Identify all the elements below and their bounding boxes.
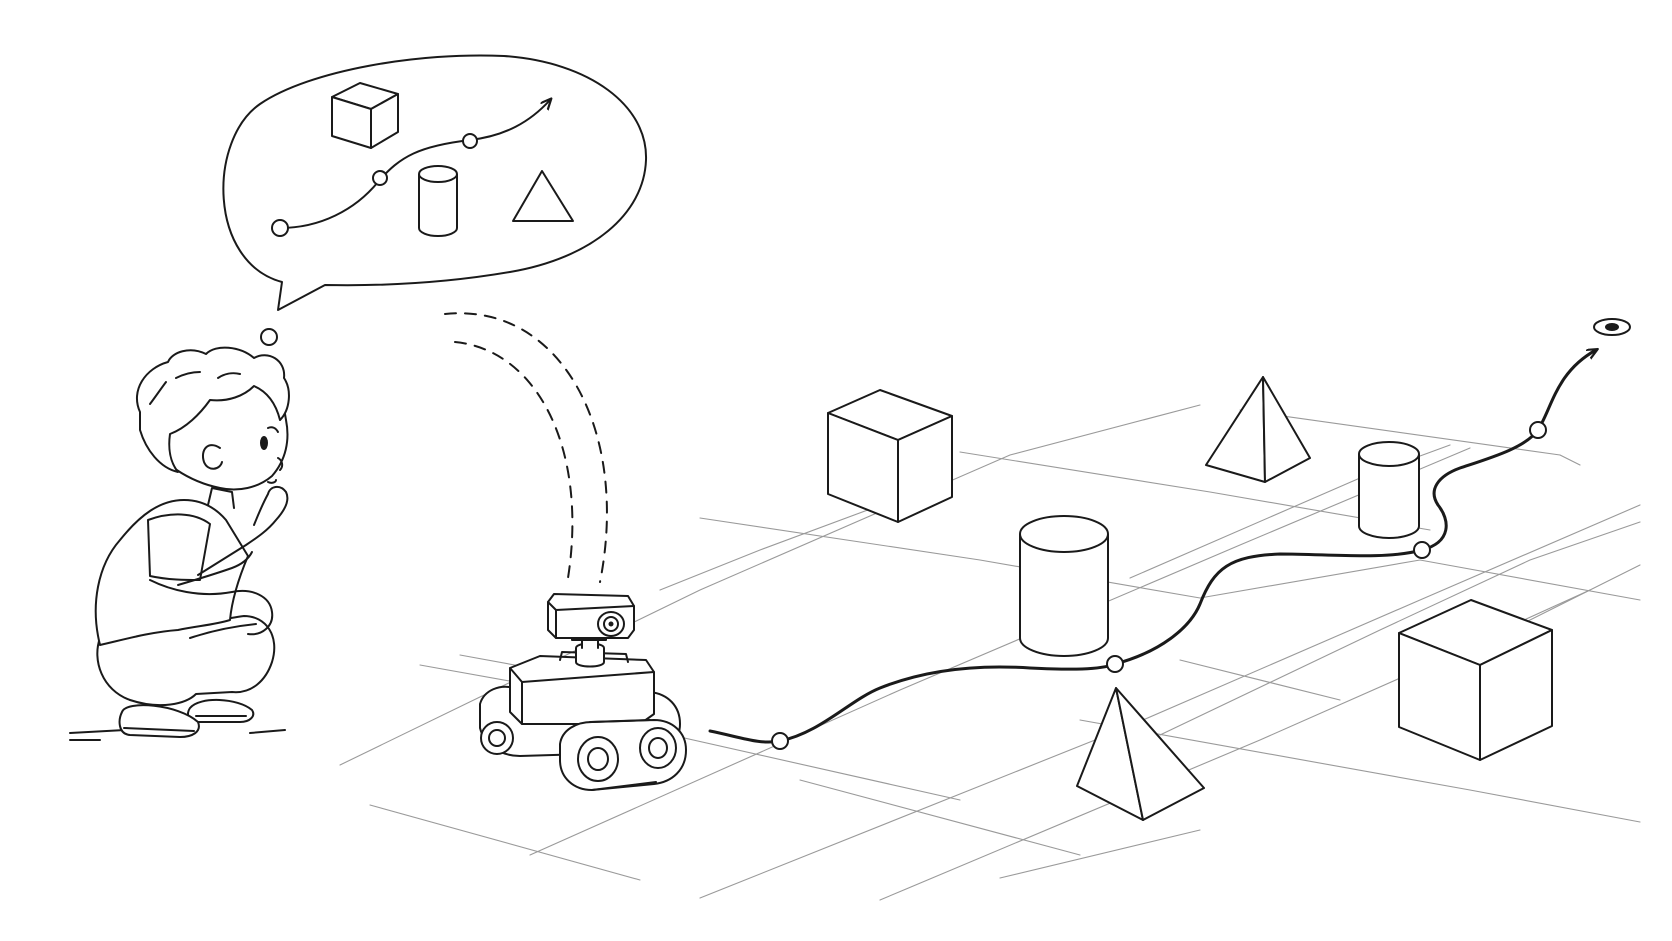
- obstacle-cylinder-small: [1358, 441, 1420, 539]
- obstacle-pyramid-back: [1205, 376, 1311, 483]
- signal-arcs: [444, 312, 608, 583]
- obstacle-cube-back: [827, 389, 953, 523]
- robot-tracked-camera: [479, 593, 687, 791]
- imagined-cube-icon: [331, 82, 399, 149]
- goal-marker-icon: [1593, 318, 1631, 336]
- imagined-waypoint: [372, 170, 388, 186]
- thought-bubble: [222, 54, 648, 346]
- imagined-path: [279, 100, 550, 229]
- path-waypoints: [771, 421, 1547, 750]
- imagined-triangle-icon: [512, 170, 574, 222]
- imagined-waypoint: [462, 133, 478, 149]
- imagined-cylinder-icon: [418, 165, 458, 237]
- obstacle-pyramid-front: [1076, 687, 1205, 821]
- imagined-waypoint: [271, 219, 289, 237]
- child-figure: [69, 346, 290, 741]
- planned-path: [708, 350, 1596, 744]
- path-waypoint: [1529, 421, 1547, 439]
- path-waypoint: [1106, 655, 1124, 673]
- path-waypoint: [771, 732, 789, 750]
- floor-grid: [339, 404, 1641, 901]
- path-waypoint: [1413, 541, 1431, 559]
- obstacle-cylinder-large: [1019, 515, 1109, 657]
- obstacle-cube-front: [1398, 599, 1553, 761]
